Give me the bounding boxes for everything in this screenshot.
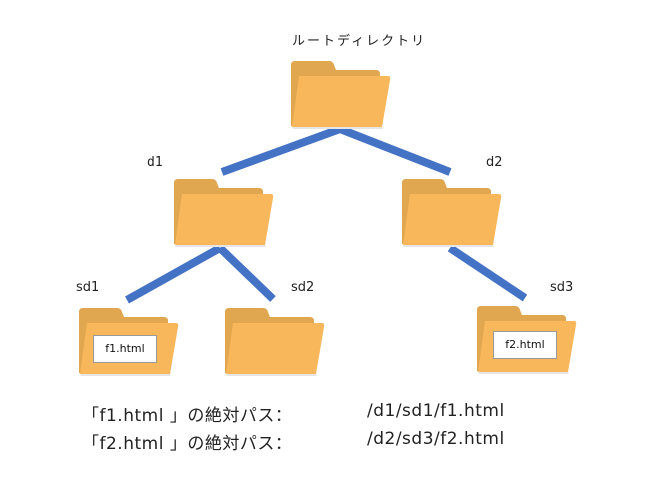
d1-label: d1 (147, 155, 163, 170)
edge-root-d2 (338, 125, 452, 176)
sd2-label: sd2 (291, 280, 315, 295)
sd3-folder-icon: f2.html (473, 300, 577, 380)
path-value-f2: /d2/sd3/f2.html (367, 429, 505, 449)
d2-label: d2 (486, 155, 503, 170)
edge-d1-sd1 (125, 244, 222, 304)
d1-folder-icon (170, 173, 274, 253)
sd3-label: sd3 (550, 280, 574, 295)
d2-folder-icon (398, 173, 502, 253)
sd2-folder-icon (221, 302, 325, 382)
file-f1-html[interactable]: f1.html (93, 335, 157, 363)
sd1-folder-icon: f1.html (75, 302, 179, 382)
sd1-label: sd1 (76, 280, 100, 295)
file-f2-html[interactable]: f2.html (493, 331, 557, 359)
path-label-f2: 「f2.html 」の絶対パス： (82, 434, 293, 454)
root-label: ルートディレクトリ (292, 34, 427, 49)
edge-d2-sd3 (447, 244, 528, 302)
edge-root-d1 (220, 125, 342, 176)
root-folder-icon (287, 55, 391, 135)
path-label-f1: 「f1.html 」の絶対パス： (82, 406, 293, 426)
edge-d1-sd2 (217, 245, 276, 302)
path-value-f1: /d1/sd1/f1.html (367, 401, 505, 421)
